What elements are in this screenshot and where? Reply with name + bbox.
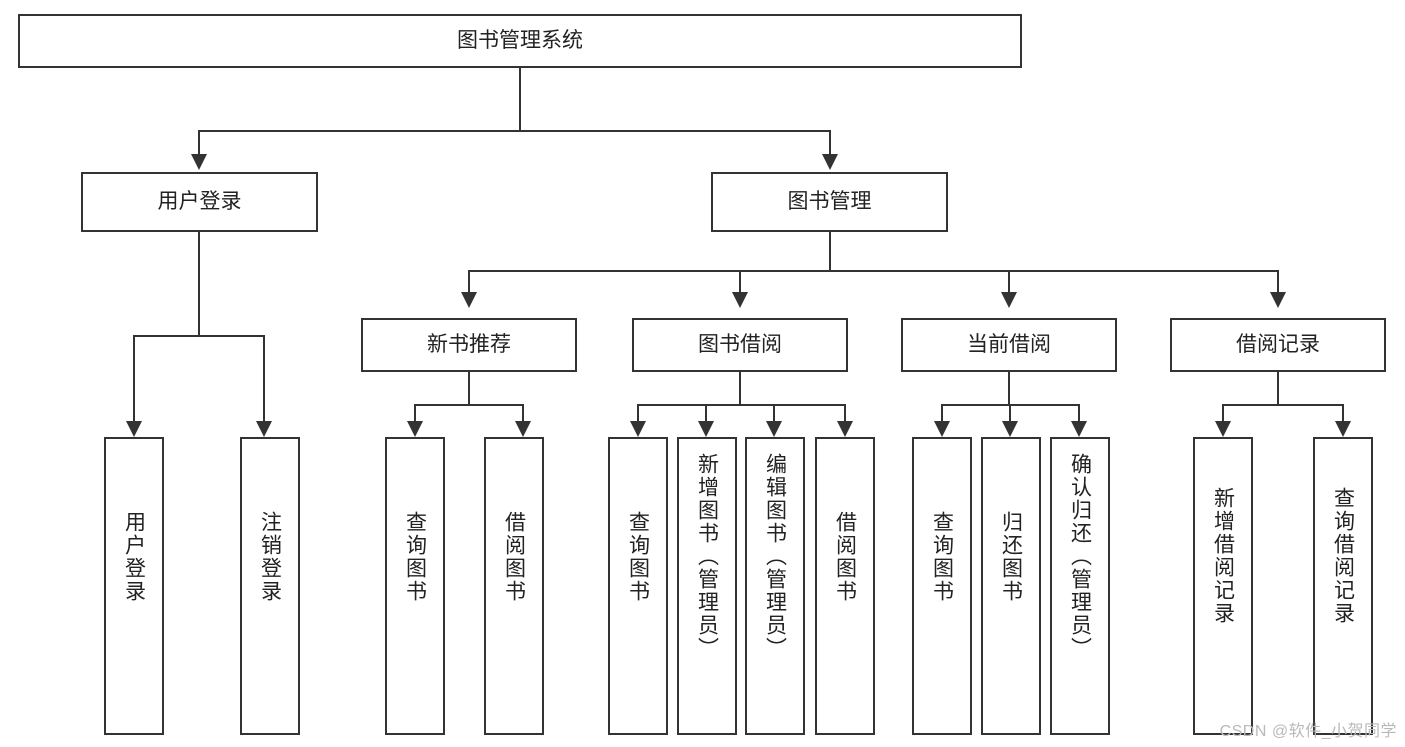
leaf-label: 编辑图书（管理员） [763, 453, 787, 660]
connector-root-to-user-login [198, 130, 200, 154]
node-leaf-confirm-return[interactable]: 确认归还（管理员） [1050, 437, 1110, 735]
node-leaf-edit-book[interactable]: 编辑图书（管理员） [745, 437, 805, 735]
node-leaf-borrow-book-1[interactable]: 借阅图书 [484, 437, 544, 735]
connector-br-drop-1 [1222, 404, 1224, 421]
connector-bb-drop-2 [705, 404, 707, 421]
node-leaf-borrow-book-2[interactable]: 借阅图书 [815, 437, 875, 735]
connector-bb-stem [739, 372, 741, 404]
node-current-borrow[interactable]: 当前借阅 [901, 318, 1117, 372]
connector-root-stem [519, 68, 521, 130]
arrow-nbr-to-leaf-1 [407, 421, 423, 437]
leaf-label: 确认归还（管理员） [1068, 453, 1092, 660]
connector-bb-drop-4 [844, 404, 846, 421]
connector-bb-drop-1 [637, 404, 639, 421]
connector-root-to-book-manage [829, 130, 831, 154]
connector-cb-drop-2 [1009, 404, 1011, 421]
connector-user-login-drop-1 [133, 335, 135, 421]
node-borrow-record[interactable]: 借阅记录 [1170, 318, 1386, 372]
arrow-user-login-to-leaf-1 [126, 421, 142, 437]
node-user-login[interactable]: 用户登录 [81, 172, 318, 232]
leaf-label: 借阅图书 [833, 511, 857, 603]
leaf-label: 查询图书 [403, 511, 427, 603]
arrow-cb-to-leaf-3 [1071, 421, 1087, 437]
arrow-cb-to-leaf-2 [1002, 421, 1018, 437]
arrow-user-login-to-leaf-2 [256, 421, 272, 437]
arrow-bm-to-current-borrow [1001, 292, 1017, 308]
node-leaf-return-book[interactable]: 归还图书 [981, 437, 1041, 735]
node-leaf-add-record[interactable]: 新增借阅记录 [1193, 437, 1253, 735]
connector-br-bar [1222, 404, 1344, 406]
leaf-label: 借阅图书 [502, 511, 526, 603]
leaf-label: 查询图书 [626, 511, 650, 603]
leaf-label: 查询借阅记录 [1331, 487, 1355, 625]
connector-user-login-bar [133, 335, 265, 337]
arrow-nbr-to-leaf-2 [515, 421, 531, 437]
node-new-book-rec[interactable]: 新书推荐 [361, 318, 577, 372]
node-leaf-query-record[interactable]: 查询借阅记录 [1313, 437, 1373, 735]
node-leaf-user-login[interactable]: 用户登录 [104, 437, 164, 735]
node-root[interactable]: 图书管理系统 [18, 14, 1022, 68]
arrow-br-to-leaf-2 [1335, 421, 1351, 437]
arrow-br-to-leaf-1 [1215, 421, 1231, 437]
connector-bm-drop-1 [468, 270, 470, 292]
leaf-label: 用户登录 [122, 511, 146, 603]
connector-user-login-drop-2 [263, 335, 265, 421]
node-book-borrow-label: 图书借阅 [698, 332, 782, 356]
node-borrow-record-label: 借阅记录 [1236, 332, 1320, 356]
arrow-bm-to-new-book-rec [461, 292, 477, 308]
connector-user-login-stem [198, 232, 200, 335]
node-leaf-add-book[interactable]: 新增图书（管理员） [677, 437, 737, 735]
connector-level2-bar [468, 270, 1279, 272]
arrow-root-to-book-manage [822, 154, 838, 170]
connector-nbr-stem [468, 372, 470, 404]
node-book-borrow[interactable]: 图书借阅 [632, 318, 848, 372]
connector-bm-drop-2 [739, 270, 741, 292]
connector-bm-drop-4 [1277, 270, 1279, 292]
node-book-manage-label: 图书管理 [787, 189, 872, 213]
arrow-cb-to-leaf-1 [934, 421, 950, 437]
connector-br-stem [1277, 372, 1279, 404]
node-user-login-label: 用户登录 [157, 189, 242, 213]
node-root-label: 图书管理系统 [457, 28, 583, 52]
leaf-label: 新增图书（管理员） [695, 453, 719, 660]
arrow-bb-to-leaf-2 [698, 421, 714, 437]
node-leaf-query-book-2[interactable]: 查询图书 [608, 437, 668, 735]
node-leaf-query-book-1[interactable]: 查询图书 [385, 437, 445, 735]
leaf-label: 归还图书 [999, 511, 1023, 603]
node-new-book-rec-label: 新书推荐 [427, 332, 511, 356]
leaf-label: 查询图书 [930, 511, 954, 603]
connector-nbr-drop-1 [414, 404, 416, 421]
node-leaf-user-logout[interactable]: 注销登录 [240, 437, 300, 735]
connector-br-drop-2 [1342, 404, 1344, 421]
leaf-label: 新增借阅记录 [1211, 487, 1235, 625]
connector-book-manage-stem [829, 232, 831, 270]
connector-level1-bar [198, 130, 831, 132]
connector-cb-stem [1008, 372, 1010, 404]
node-current-borrow-label: 当前借阅 [967, 332, 1051, 356]
connector-bb-bar [637, 404, 846, 406]
connector-cb-drop-3 [1078, 404, 1080, 421]
connector-cb-drop-1 [941, 404, 943, 421]
connector-nbr-bar [414, 404, 524, 406]
node-book-manage[interactable]: 图书管理 [711, 172, 948, 232]
connector-bm-drop-3 [1008, 270, 1010, 292]
leaf-label: 注销登录 [258, 511, 282, 603]
arrow-root-to-user-login [191, 154, 207, 170]
connector-bb-drop-3 [773, 404, 775, 421]
arrow-bb-to-leaf-1 [630, 421, 646, 437]
watermark: CSDN @软件_小贺同学 [1219, 723, 1397, 740]
arrow-bb-to-leaf-4 [837, 421, 853, 437]
connector-nbr-drop-2 [522, 404, 524, 421]
node-leaf-query-book-3[interactable]: 查询图书 [912, 437, 972, 735]
arrow-bb-to-leaf-3 [766, 421, 782, 437]
arrow-bm-to-borrow-record [1270, 292, 1286, 308]
arrow-bm-to-book-borrow [732, 292, 748, 308]
